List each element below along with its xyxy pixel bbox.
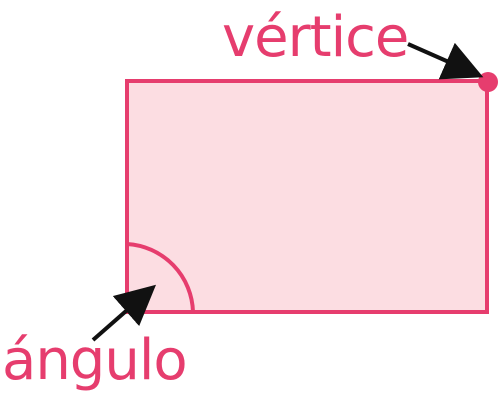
vertex-label: vértice [222, 5, 409, 70]
rectangle-shape [125, 79, 489, 314]
angle-label: ángulo [2, 328, 188, 393]
angle-arrow [91, 284, 157, 342]
angle-arc [126, 242, 195, 313]
vertex-arrow [407, 42, 484, 80]
vertex-dot [478, 72, 498, 92]
